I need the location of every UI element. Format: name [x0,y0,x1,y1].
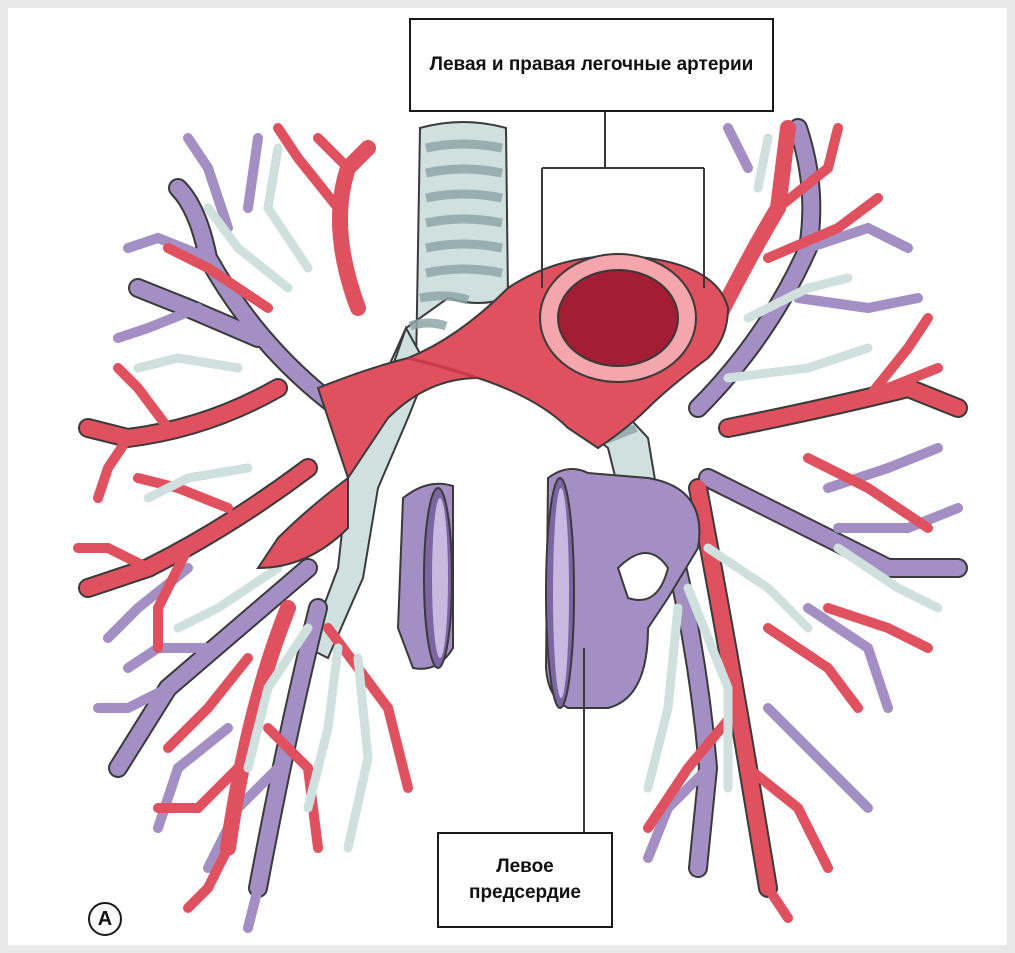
panel-letter-icon: A [88,902,122,936]
label-pulmonary-arteries-text: Левая и правая легочные артерии [430,52,754,78]
label-left-atrium: Левое предсердие [437,832,613,928]
pulmonary-veins-right [398,484,453,669]
figure-frame: Левая и правая легочные артерии Левое пр… [8,8,1007,945]
label-pulmonary-arteries: Левая и правая легочные артерии [409,18,774,112]
pulmonary-vessels-illustration [8,8,1007,945]
panel-letter-text: A [98,908,112,931]
label-left-atrium-text: Левое предсердие [439,854,611,906]
